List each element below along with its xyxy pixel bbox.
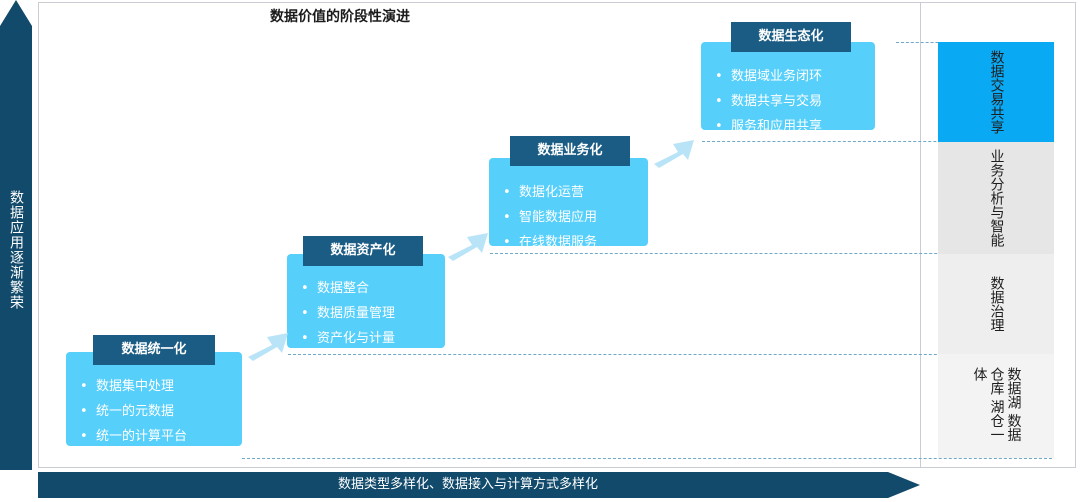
stage-item: •服务和应用共享	[715, 119, 823, 134]
level-line-1	[242, 458, 1052, 459]
frame-divider	[920, 2, 921, 468]
level-line-2	[288, 354, 1052, 355]
level-label: 数据治理	[988, 276, 1005, 332]
x-axis-label: 数据类型多样化、数据接入与计算方式多样化	[337, 477, 598, 492]
stage-item: •数据质量管理	[301, 306, 396, 321]
stage-item: •资产化与计量	[301, 331, 396, 346]
diagram-frame	[38, 2, 1076, 468]
stage-item: •数据域业务闭环	[715, 69, 823, 84]
stage-header-3: 数据业务化	[510, 136, 630, 166]
stage-4-items: •数据域业务闭环 •数据共享与交易 •服务和应用共享	[701, 64, 875, 139]
x-axis-arrow	[38, 472, 920, 498]
stage-header-4: 数据生态化	[731, 22, 851, 52]
diagram-title: 数据价值的阶段性演进	[270, 9, 410, 25]
stage-item: •数据集中处理	[80, 379, 175, 394]
stage-item: •数据共享与交易	[715, 94, 823, 109]
level-label: 业务分析与智能	[988, 149, 1005, 247]
stage-box-2: •数据整合 •数据质量管理 •资产化与计量	[287, 254, 445, 348]
level-data-trading: 数据交易共享	[938, 42, 1054, 142]
stage-3-items: •数据化运营 •智能数据应用 •在线数据服务	[489, 180, 648, 255]
stage-item: •数据整合	[301, 281, 370, 296]
level-data-governance: 数据治理	[938, 254, 1054, 354]
level-label: 数据湖 数据仓库 湖仓一体	[971, 367, 1022, 442]
y-axis-label: 数据应用逐渐繁荣	[8, 190, 24, 310]
level-line-3	[490, 253, 1052, 254]
stage-2-items: •数据整合 •数据质量管理 •资产化与计量	[287, 276, 445, 351]
stage-header-1: 数据统一化	[93, 335, 215, 365]
step-arrow-3	[654, 140, 694, 168]
stage-box-1: •数据集中处理 •统一的元数据 •统一的计算平台	[66, 352, 242, 446]
stage-item: •在线数据服务	[503, 235, 598, 250]
stage-box-4: •数据域业务闭环 •数据共享与交易 •服务和应用共享	[701, 42, 875, 134]
y-axis-arrow	[0, 0, 32, 470]
level-label: 数据交易共享	[988, 50, 1005, 134]
stage-box-3: •数据化运营 •智能数据应用 •在线数据服务	[489, 158, 648, 250]
stage-item: •统一的元数据	[80, 404, 175, 419]
level-data-lake: 数据湖 数据仓库 湖仓一体	[938, 354, 1054, 458]
stage-header-2: 数据资产化	[303, 236, 423, 266]
stage-item: •数据化运营	[503, 185, 585, 200]
step-arrow-1	[248, 333, 288, 361]
step-arrow-2	[448, 233, 488, 261]
stage-1-items: •数据集中处理 •统一的元数据 •统一的计算平台	[66, 374, 242, 449]
level-line-4	[702, 141, 1052, 142]
stage-item: •智能数据应用	[503, 210, 598, 225]
level-business-analytics: 业务分析与智能	[938, 142, 1054, 254]
stage-item: •统一的计算平台	[80, 429, 188, 444]
